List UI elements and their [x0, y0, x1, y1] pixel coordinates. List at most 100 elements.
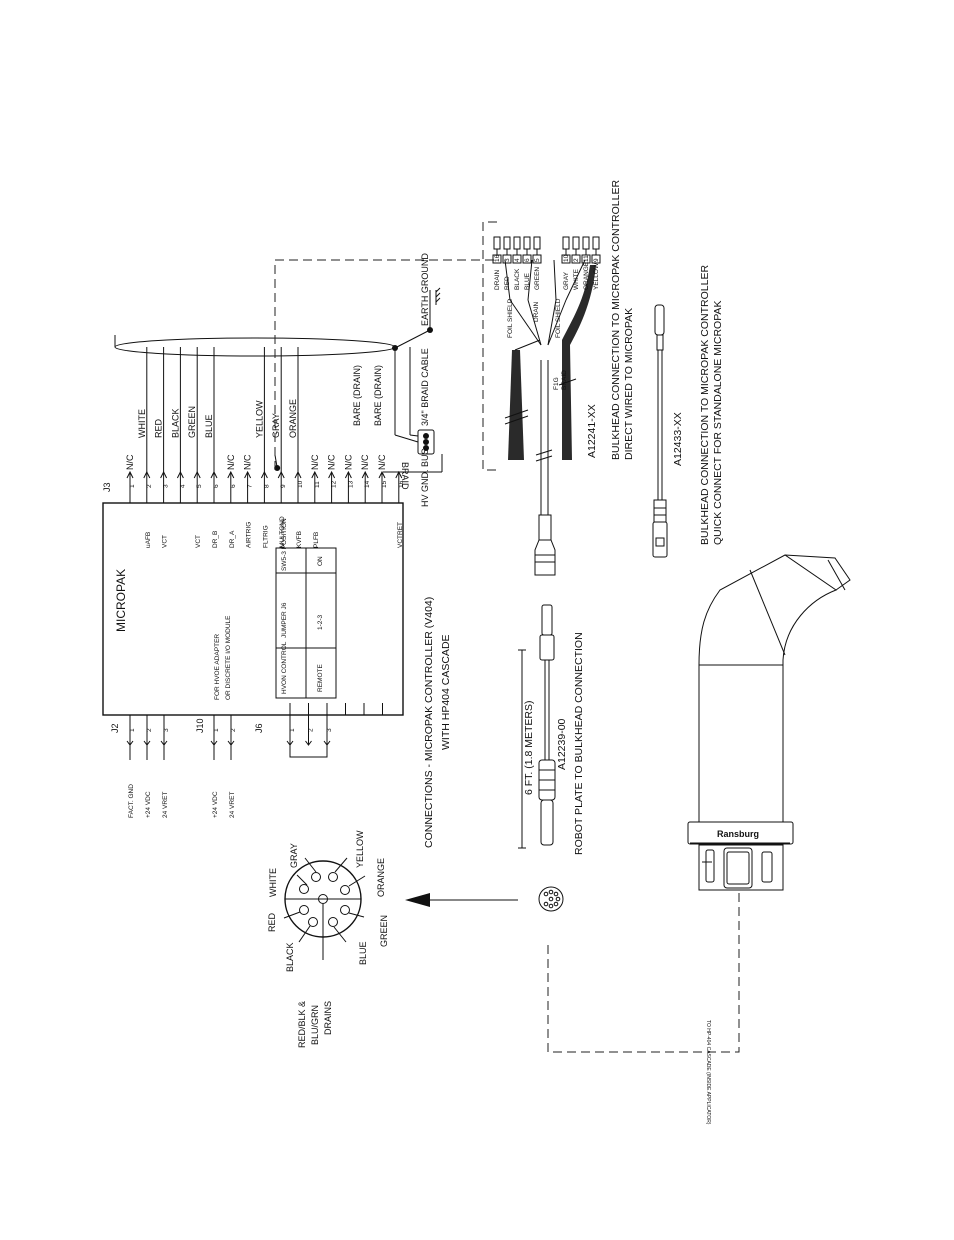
terminal-lug — [513, 236, 521, 250]
terminal-number: 16 — [494, 254, 501, 262]
j6-pins: 1 2 3 — [286, 703, 383, 746]
bulkhead-quick-assembly — [652, 304, 668, 558]
j3-pin-number: 10 — [297, 480, 304, 488]
j3-pin-nc: N/C — [377, 454, 387, 470]
terminal-lug — [562, 236, 570, 250]
table-cell-jumper: 1-2-3 — [317, 614, 324, 630]
micropak-title: MICROPAK — [114, 569, 128, 632]
pinout-connector — [283, 857, 366, 960]
pin-label-white: WHITE — [268, 868, 278, 897]
f1g-label: F1G — [553, 377, 560, 390]
robot-cable — [518, 604, 556, 849]
j3-pin-arrow — [328, 470, 336, 479]
j3-pin-signal: DR_B — [212, 531, 219, 548]
terminal-num-box — [512, 254, 522, 264]
pin-number: 2 — [308, 728, 315, 732]
j3-pin-number: 12 — [331, 480, 338, 488]
pin-green — [340, 905, 350, 915]
pinout-arrow-head — [405, 893, 430, 907]
j3-label: J3 — [102, 482, 112, 492]
drains-label-2: BLU/GRN — [310, 1005, 320, 1045]
terminal-wire: BLACK — [514, 268, 521, 290]
terminal-wire: GRAY — [563, 271, 570, 290]
bulkhead-quick-desc-2: QUICK CONNECT FOR STANDALONE MICROPAK — [712, 301, 724, 545]
j3-pin-signal: PLFB — [313, 532, 320, 548]
pin-number: 1 — [289, 728, 296, 732]
pin-label: +24 VDC — [145, 791, 152, 818]
pin-number: 3 — [326, 728, 333, 732]
pin-label-green: GREEN — [379, 915, 389, 947]
j3-pin-signal: DR_A — [229, 530, 236, 548]
pin-label-blue: BLUE — [358, 941, 368, 965]
terminal-lug — [523, 236, 531, 250]
j3-pin-signal: VCT — [195, 535, 202, 548]
j3-pin-signal: VCTRET — [397, 522, 404, 548]
terminal-wire: DRAIN — [494, 269, 501, 290]
j3-pin-number: 14 — [364, 480, 371, 488]
braid-label: BRAID — [400, 462, 410, 490]
j3-pin-arrow — [126, 470, 134, 479]
earth-ground-icon — [435, 287, 441, 305]
connections-title-1: CONNECTIONS - MICROPAK CONTROLLER (V404) — [423, 597, 435, 848]
j3-pin-number: 1 — [129, 484, 136, 488]
terminal-lug — [493, 236, 501, 250]
terminal-lug — [533, 236, 541, 250]
j10-note-1: FOR HVOE ADAPTER — [214, 634, 221, 700]
terminal-number: 4 — [514, 258, 521, 262]
j3-pin-number: 8 — [263, 484, 270, 488]
pin-label: 24 VRET — [162, 792, 169, 818]
j3-wire-color: BLACK — [170, 408, 180, 438]
j3-pin-signal: AIRTRIG — [246, 522, 253, 548]
j10-label: J10 — [195, 718, 205, 733]
bulkhead-terminals: 16DRAIN3RED4BLACK6BLUE5GREEN10GRAY2WHITE… — [492, 236, 601, 290]
j10-note-2: OR DISCRETE I/O MODULE — [225, 615, 232, 700]
micropak-box — [102, 502, 404, 716]
j3-pin-number: 11 — [314, 481, 321, 488]
foil-shield-label-2: FOIL SHIELD — [555, 298, 562, 338]
pin-center — [318, 894, 328, 904]
j3-pin-number: 2 — [146, 484, 153, 488]
pin-label-red: RED — [267, 912, 277, 932]
terminal-number: 3 — [504, 258, 511, 262]
terminal-num-box — [522, 254, 532, 264]
pin-white — [299, 884, 309, 894]
j3-pin-signal: KVFB — [296, 531, 303, 548]
ground-link — [394, 329, 431, 349]
dashed-link-bottom — [547, 890, 740, 1053]
terminal-wire: GREEN — [534, 267, 541, 290]
braid-small-label: BRAID — [561, 370, 568, 390]
pin-number: 2 — [146, 728, 153, 732]
j3-pin-arrow — [378, 470, 386, 479]
terminal-num-box — [561, 254, 571, 264]
j3-wire-color: RED — [154, 418, 164, 438]
terminal-num-box — [532, 254, 542, 264]
terminal-num-box — [591, 254, 601, 264]
pin-gray — [311, 872, 321, 882]
terminal-number: 10 — [563, 254, 570, 262]
pin-label: +24 VDC — [212, 791, 219, 818]
terminal-number: 6 — [524, 258, 531, 262]
hv-gnd-bus-label: HV GND. BUS — [420, 448, 430, 507]
robot-cable-desc: ROBOT PLATE TO BULKHEAD CONNECTION — [573, 632, 585, 855]
terminal-number: 11 — [583, 255, 590, 262]
terminal-num-box — [571, 254, 581, 264]
pin-arrow — [305, 740, 312, 746]
j3-pin-nc: N/C — [226, 454, 236, 470]
bulkhead-direct-assembly — [482, 221, 596, 576]
j3-pin-nc: N/C — [327, 454, 337, 470]
j3-wire-color: GREEN — [187, 406, 197, 438]
pin-black — [308, 917, 318, 927]
terminal-wire: ORANGE — [583, 261, 590, 290]
pin-label: 24 VRET — [229, 792, 236, 818]
j3-pin-arrow — [244, 470, 252, 479]
bulkhead-quick-desc-1: BULKHEAD CONNECTION TO MICROPAK CONTROLL… — [699, 265, 711, 545]
j3-pins: 1N/C2uAFBWHITE3VCTRED4BLACK5VCTGREEN6DR_… — [125, 347, 405, 548]
j6-label: J6 — [254, 723, 264, 733]
small-connector-face — [538, 886, 564, 912]
j3-pin-nc: N/C — [343, 454, 353, 470]
applicator — [687, 554, 851, 891]
j3-wire-color: BLUE — [204, 414, 214, 438]
drains-label-3: DRAINS — [323, 1001, 333, 1035]
terminal-lug — [582, 236, 590, 250]
drain-small-label: DRAIN — [533, 301, 540, 322]
